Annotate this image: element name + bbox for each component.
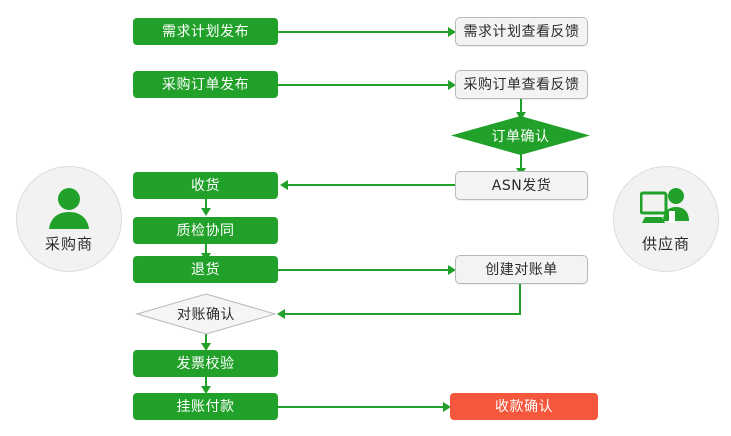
node-label: 收款确认 <box>495 398 553 415</box>
connector-return-to-statement <box>277 269 449 271</box>
node-label: 需求计划发布 <box>162 23 249 40</box>
arrowhead-invoice <box>201 343 211 351</box>
connector-po-publish <box>277 84 449 86</box>
connector-payment-to-receipt <box>277 406 444 408</box>
node-label: 发票校验 <box>176 355 235 372</box>
node-demand-plan-publish[interactable]: 需求计划发布 <box>133 18 278 45</box>
node-order-confirm[interactable]: 订单确认 <box>451 116 590 155</box>
node-receipt-confirm[interactable]: 收款确认 <box>450 393 598 420</box>
arrowhead-statement-confirm <box>277 309 285 319</box>
node-label: 创建对账单 <box>485 261 558 278</box>
arrowhead-demand-plan <box>448 27 456 37</box>
person-icon <box>43 185 95 229</box>
arrowhead-receipt <box>443 402 451 412</box>
node-po-feedback[interactable]: 采购订单查看反馈 <box>455 70 588 99</box>
node-receive-goods[interactable]: 收货 <box>133 172 278 199</box>
arrowhead-create-statement <box>448 265 456 275</box>
connector-confirm-to-invoice <box>205 332 207 346</box>
arrowhead-quality <box>201 208 211 216</box>
actor-supplier[interactable]: 供应商 <box>613 166 719 272</box>
actor-label: 采购商 <box>44 234 93 253</box>
node-po-publish[interactable]: 采购订单发布 <box>133 71 278 98</box>
node-label: 需求计划查看反馈 <box>463 23 580 40</box>
actor-buyer[interactable]: 采购商 <box>16 166 122 272</box>
node-payment-posting[interactable]: 挂账付款 <box>133 393 278 420</box>
node-label: 收货 <box>191 177 220 194</box>
connector-invoice-to-payment <box>205 377 207 389</box>
actor-label: 供应商 <box>641 234 690 253</box>
node-label: ASN发货 <box>491 177 552 194</box>
person-at-computer-icon <box>640 185 692 229</box>
node-quality-collab[interactable]: 质检协同 <box>133 217 278 244</box>
arrowhead-order-confirm <box>516 112 526 120</box>
node-asn-ship[interactable]: ASN发货 <box>455 171 588 200</box>
diamond-shape <box>451 116 590 155</box>
connector-receive-to-quality <box>205 199 207 211</box>
arrowhead-receive <box>280 180 288 190</box>
connector-order-confirm-to-asn <box>520 154 522 172</box>
arrowhead-po-publish <box>448 80 456 90</box>
node-invoice-verify[interactable]: 发票校验 <box>133 350 278 377</box>
connector-quality-to-return <box>205 244 207 256</box>
connector-demand-plan <box>277 31 449 33</box>
node-label: 采购订单发布 <box>162 76 249 93</box>
node-label: 对账确认 <box>177 307 235 323</box>
connector-asn-to-receive <box>288 184 455 186</box>
node-label: 质检协同 <box>176 222 235 239</box>
connector-po-to-order-confirm <box>520 98 522 116</box>
node-label: 挂账付款 <box>176 398 235 415</box>
arrowhead-payment <box>201 386 211 394</box>
node-label: 退货 <box>191 261 220 278</box>
node-return-goods[interactable]: 退货 <box>133 256 278 283</box>
connector-statement-to-confirm <box>285 313 521 315</box>
diamond-shape <box>135 293 277 335</box>
node-demand-plan-feedback[interactable]: 需求计划查看反馈 <box>455 17 588 46</box>
node-statement-confirm[interactable]: 对账确认 <box>135 293 277 335</box>
node-label: 订单确认 <box>491 128 550 145</box>
node-label: 采购订单查看反馈 <box>463 76 580 93</box>
node-create-statement[interactable]: 创建对账单 <box>455 255 588 284</box>
connector-statement-down <box>519 283 521 314</box>
